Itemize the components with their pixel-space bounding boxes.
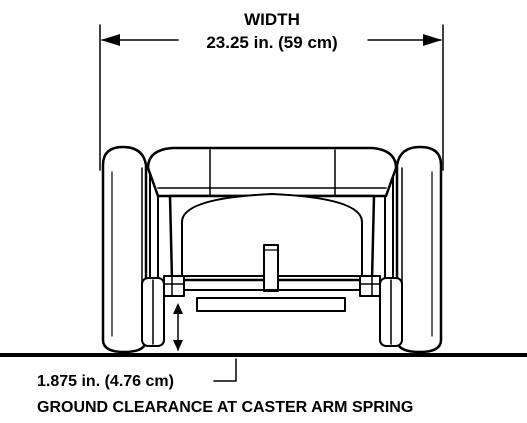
width-title: WIDTH — [244, 10, 300, 29]
right-rear-wheel — [395, 145, 443, 354]
width-value: 23.25 in. (59 cm) — [206, 33, 337, 52]
wheelchair — [101, 145, 443, 354]
left-caster-assembly — [141, 275, 185, 347]
left-rear-wheel — [101, 145, 148, 354]
seat-pan — [168, 193, 376, 282]
right-caster-assembly — [359, 275, 403, 347]
clearance-leader-line — [213, 358, 237, 382]
arrowhead-right-icon — [423, 34, 442, 46]
clearance-caption: GROUND CLEARANCE AT CASTER ARM SPRING — [37, 399, 413, 416]
width-dimension: WIDTH 23.25 in. (59 cm) — [99, 10, 444, 171]
arrowhead-down-icon — [173, 340, 183, 351]
clearance-value: 1.875 in. (4.76 cm) — [37, 373, 174, 390]
footplate — [196, 297, 346, 312]
clearance-dimension: 1.875 in. (4.76 cm) GROUND CLEARANCE AT … — [37, 303, 413, 416]
arrowhead-left-icon — [101, 34, 120, 46]
arrowhead-up-icon — [173, 303, 183, 314]
ground-line — [0, 353, 527, 357]
center-post — [263, 244, 279, 292]
seat-back — [146, 146, 398, 198]
